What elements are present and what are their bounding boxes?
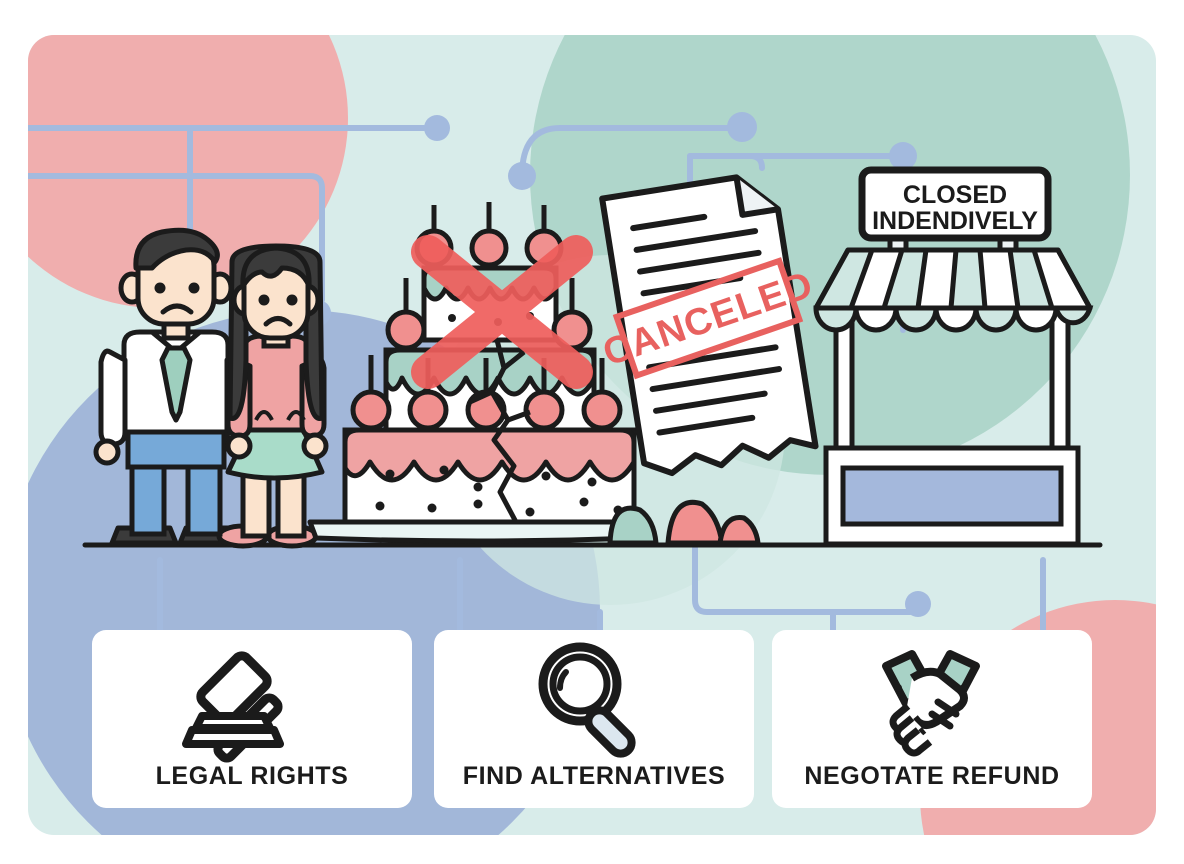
sad-couple-group [93,227,329,549]
cake-tier1-frosting [342,427,637,483]
card-label: LEGAL RIGHTS [156,762,349,790]
handshake-icon [882,650,980,757]
cake-sprinkle [448,314,456,322]
groom-arm-left [98,348,128,447]
magnifier-glint [557,669,569,691]
groom-eye-right [188,282,200,294]
closed-sign-board [858,166,1052,242]
cake-sprinkle [525,507,535,517]
cake-sprinkle [375,501,385,511]
awning-scallop [1052,305,1094,326]
connector-dot [508,162,536,190]
groom-hair [133,227,220,271]
awning-scallop [893,305,939,333]
cancelled-contract-group: CANCELED [598,174,819,477]
handshake-finger-3 [901,727,933,757]
bride-frown [263,316,293,327]
awning-scallop [933,305,979,333]
closed-stall-group: CLOSED INDENDIVELY [813,166,1094,547]
stall-counter-panel [840,465,1064,527]
handshake-cuff-dot-left [894,684,902,692]
awning-stripe-dividers [848,249,1055,309]
stall-awning-stripes [816,250,1052,308]
cake-sprinkle [439,465,449,475]
bride-eye-left [258,294,270,306]
awning-stripe [1010,250,1052,308]
bg-shape-pink-circle-tl [28,35,348,308]
cake-sprinkle [587,477,597,487]
closed-sign-line2: INDENDIVELY [872,207,1038,235]
card-label: FIND ALTERNATIVES [463,762,726,790]
handshake-knuckle-1 [934,698,960,718]
bride-skirt [225,419,325,481]
awning-stripe [951,250,985,308]
connector-dot [905,591,931,617]
awning-stripe [816,250,872,308]
card-label: NEGOTATE REFUND [804,762,1059,790]
magnifier-icon [538,642,636,758]
awning-scallop [973,305,1019,333]
bride-top-fold-left [254,410,274,421]
bride-eye-right [286,294,298,306]
groom-hand-left [93,438,121,466]
awning-stripe [884,250,926,308]
awning-scallop [853,305,899,333]
connector-dot [727,112,757,142]
cake-crack-branch [507,409,531,423]
groom-tie [159,345,193,423]
awning-scallop [1013,305,1059,333]
card-negotiate-refund[interactable]: NEGOTATE REFUND [772,630,1092,808]
cake-cancel-cross [411,235,593,389]
cake-crack-branch [468,389,494,405]
cake-crumb-pink-small [717,515,761,546]
cake-cherry [385,309,427,351]
card-legal-rights[interactable]: LEGAL RIGHTS [92,630,412,808]
wedding-cake-group [307,202,649,544]
bride-hand-right [301,432,329,460]
cake-crack [489,339,519,524]
cake-crack-branch [502,350,526,370]
bride-hand-left [225,432,253,460]
cake-cherry [469,228,509,268]
groom-frown [160,303,194,315]
awning-scallops [813,305,1094,333]
gavel-icon [182,651,284,763]
cake-cherry [523,389,565,431]
groom-eye-left [154,282,166,294]
card-find-alternatives[interactable]: FIND ALTERNATIVES [434,630,754,808]
cake-cherry [407,389,449,431]
stamp-border [612,257,804,380]
awning-scallop [813,305,859,333]
cake-sprinkle [473,482,483,492]
action-cards-group: LEGAL RIGHTS FIND ALTERNATIVES [92,630,1092,808]
closed-sign-line1: CLOSED [903,181,1007,209]
bride-top-fold-right [286,410,306,421]
bride-hair-front [240,245,312,289]
stall-post-right [1049,297,1071,463]
cake-sprinkle [385,469,395,479]
cake-cherry [350,389,392,431]
cake-crumb-mint [607,505,659,546]
connector-dot [424,115,450,141]
cake-sprinkle [427,503,437,513]
connector-dot [889,142,917,170]
cake-sprinkle [541,471,551,481]
handshake-knuckle-2 [928,710,954,730]
cake-sprinkle [473,499,483,509]
cake-plate [307,519,649,544]
contract-folded-corner [733,176,779,218]
cake-cherry [581,389,623,431]
cake-sprinkle [579,497,589,507]
magnifier-handle [584,706,636,758]
